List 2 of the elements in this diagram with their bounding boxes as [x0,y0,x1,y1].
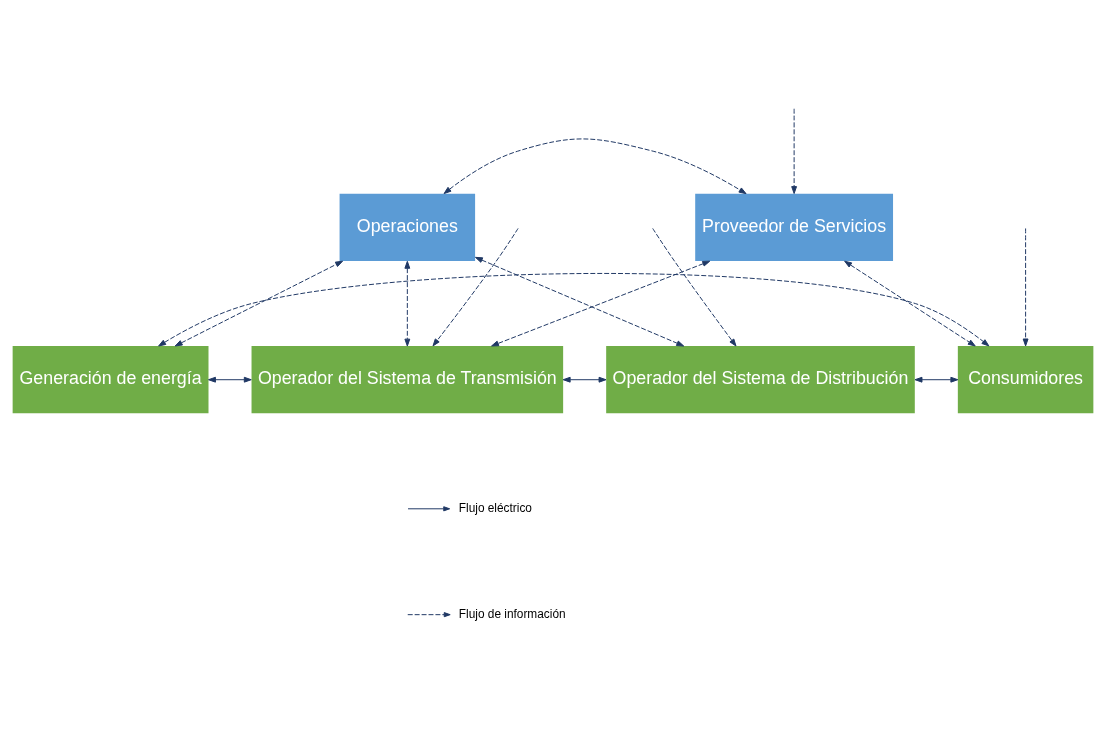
legend-label: Flujo eléctrico [458,500,532,515]
legend-label: Flujo de información [458,606,566,621]
